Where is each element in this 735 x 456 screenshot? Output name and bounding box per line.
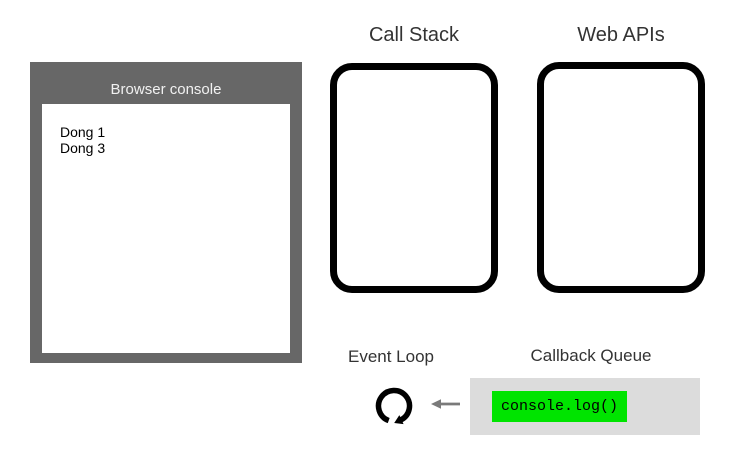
browser-console-output: Dong 1 Dong 3 [42, 104, 290, 353]
console-log-line: Dong 3 [60, 140, 106, 156]
callback-queue-item: console.log() [492, 391, 627, 422]
callback-queue-box: console.log() [470, 378, 700, 435]
web-apis-title: Web APIs [577, 24, 665, 46]
browser-console-panel: Browser console Dong 1 Dong 3 [30, 62, 302, 363]
browser-console-title: Browser console [110, 81, 222, 98]
call-stack-box [330, 63, 498, 293]
event-loop-icon [372, 384, 416, 428]
event-loop-label: Event Loop [347, 347, 434, 366]
callback-queue-label: Callback Queue [530, 346, 652, 365]
call-stack-title: Call Stack [368, 24, 460, 46]
left-arrow-icon [430, 397, 462, 411]
console-log-line: Dong 1 [60, 124, 106, 140]
web-apis-box [537, 62, 705, 293]
